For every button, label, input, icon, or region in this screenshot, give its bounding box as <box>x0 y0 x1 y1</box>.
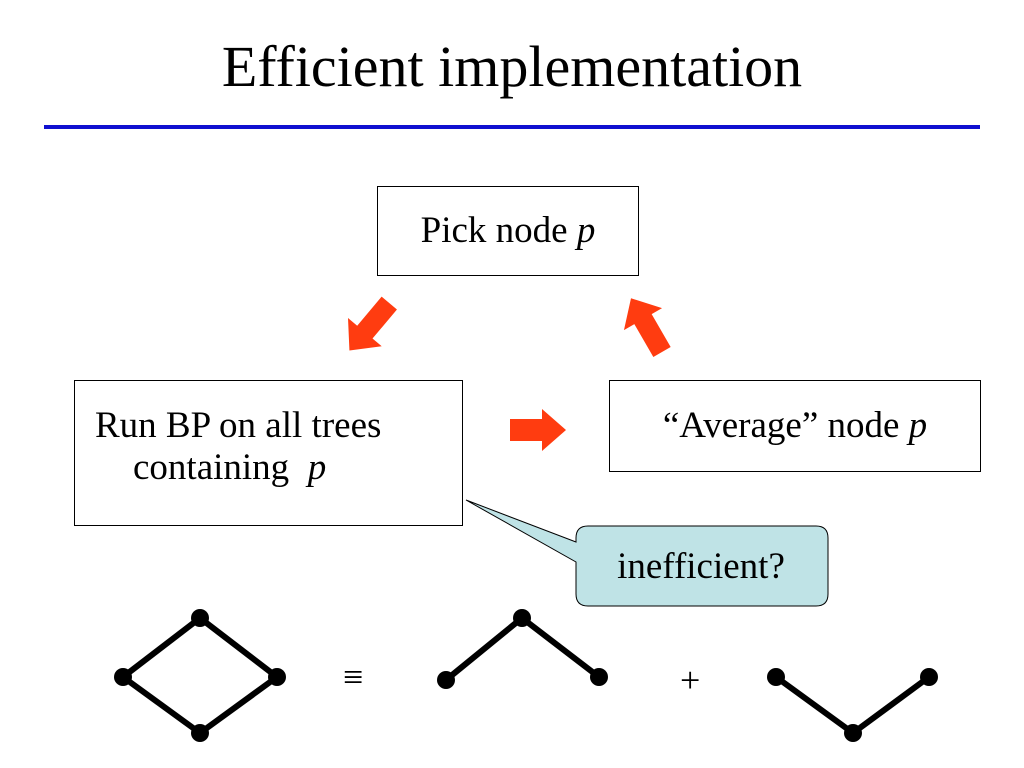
graph-caret-up-icon <box>437 609 608 689</box>
arrow-up-left-icon <box>623 298 671 357</box>
average-node-label: “Average” node <box>662 405 900 446</box>
run-bp-variable: p <box>307 447 327 488</box>
arrow-down-left-icon <box>348 296 397 351</box>
pick-node-box: Pick node p <box>377 186 639 276</box>
pick-node-label: Pick node <box>420 210 568 251</box>
run-bp-line2: containing p <box>95 447 462 489</box>
run-bp-line2-text: containing <box>133 447 299 488</box>
equivalence-symbol: ≡ <box>343 657 364 697</box>
graph-diamond-icon <box>114 609 286 742</box>
page-title: Efficient implementation <box>221 34 803 99</box>
pick-node-variable: p <box>576 210 596 251</box>
graph-caret-down-icon <box>767 668 938 742</box>
plus-symbol: + <box>680 660 701 700</box>
arrow-right-icon <box>510 409 566 451</box>
title-divider <box>44 125 980 129</box>
average-node-variable: p <box>908 405 928 446</box>
callout-bubble <box>465 499 829 607</box>
run-bp-box: Run BP on all trees containing p <box>74 380 463 526</box>
average-node-box: “Average” node p <box>609 380 981 472</box>
callout-label: inefficient? <box>617 545 785 587</box>
run-bp-line1: Run BP on all trees <box>95 405 382 446</box>
